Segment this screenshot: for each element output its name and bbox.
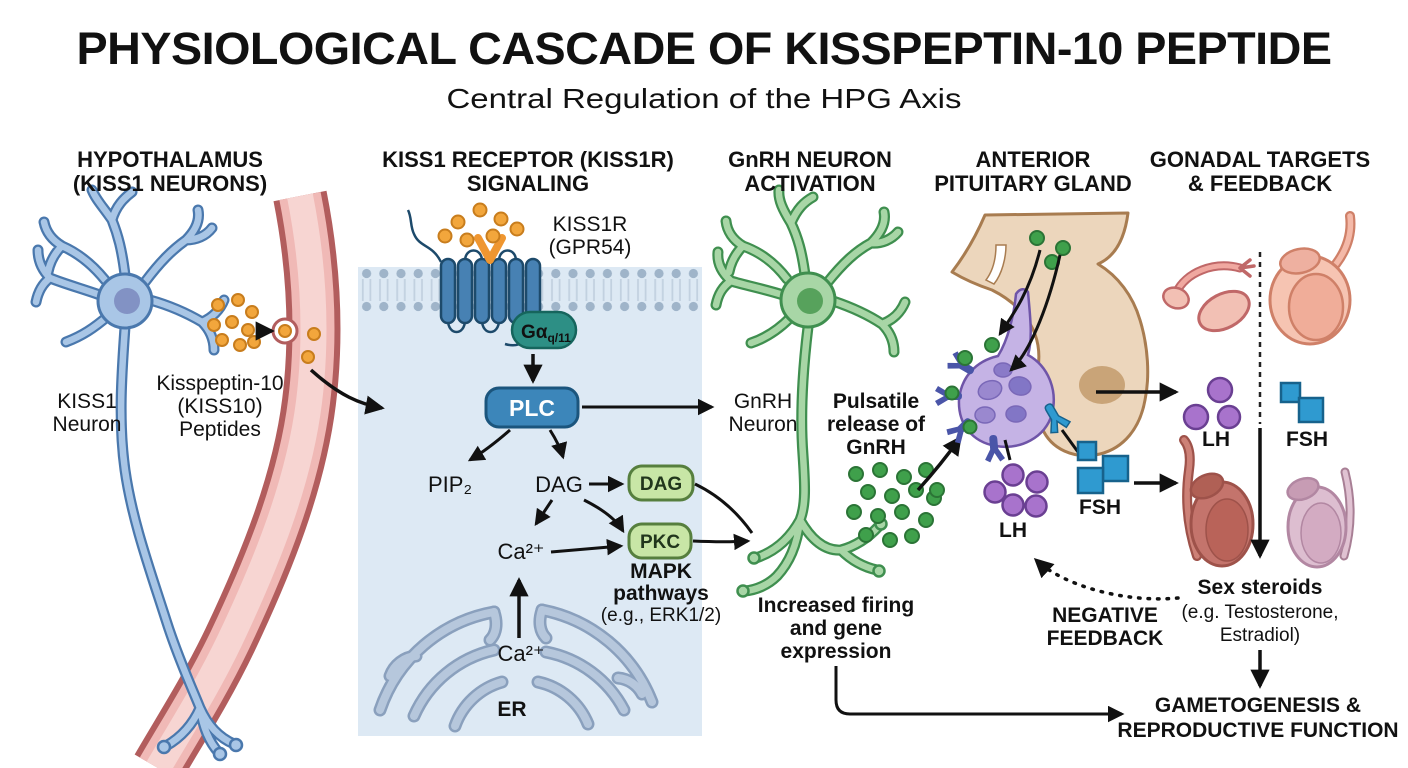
fsh-label-gonadal: FSH bbox=[1286, 428, 1328, 451]
kiss1-neuron-nucleus bbox=[114, 288, 140, 314]
gnrh-neuron-label: GnRH bbox=[734, 390, 792, 413]
pituitary-figure bbox=[935, 211, 1150, 463]
mapk-label-2: pathways bbox=[613, 582, 709, 605]
kisspeptin-label: Kisspeptin-10 bbox=[156, 372, 283, 395]
pip2-label: PIP₂ bbox=[428, 472, 472, 497]
column-header-gnrh: GnRH NEURON bbox=[728, 147, 892, 172]
column-header-kiss1r: KISS1 RECEPTOR (KISS1R) bbox=[382, 147, 674, 172]
pulsatile-label: Pulsatile bbox=[833, 390, 919, 413]
plc-label: PLC bbox=[509, 395, 555, 421]
testis-figure bbox=[1268, 211, 1356, 346]
svg-text:Gαq/11: Gαq/11 bbox=[521, 322, 571, 345]
gnrh-neuron-figure bbox=[710, 184, 911, 598]
sex-steroids-label-2: (e.g. Testosterone, bbox=[1181, 602, 1338, 623]
g-protein-sub-label: q/11 bbox=[547, 331, 571, 345]
column-header-hypothalamus: HYPOTHALAMUS bbox=[77, 147, 263, 172]
receptor-ligand-icon bbox=[474, 234, 506, 264]
page-title: PHYSIOLOGICAL CASCADE OF KISSPEPTIN-10 P… bbox=[77, 23, 1332, 74]
outcome-label: GAMETOGENESIS & bbox=[1155, 694, 1361, 717]
fsh-dots-gonadal bbox=[1279, 381, 1325, 424]
posterior-lobe bbox=[1079, 366, 1125, 404]
gnrh-delivery-arrows bbox=[998, 249, 1062, 372]
mapk-label: MAPK bbox=[630, 560, 692, 583]
kisspeptin-label-3: Peptides bbox=[179, 418, 261, 441]
kiss1-neuron-label: KISS1 bbox=[57, 390, 117, 413]
lh-dots-gonadal bbox=[1182, 376, 1242, 431]
dag-to-ca-arrow bbox=[534, 499, 554, 527]
pulsatile-label-3: GnRH bbox=[846, 436, 906, 459]
firing-to-outcome-arrow bbox=[834, 666, 1125, 723]
negative-feedback-arrow bbox=[1033, 558, 1180, 601]
lh-label-gonadal: LH bbox=[1202, 428, 1230, 451]
kisspeptin-label-2: (KISS10) bbox=[177, 395, 262, 418]
vessel-to-cell-arrow bbox=[309, 368, 385, 415]
pkc-box: PKC bbox=[627, 522, 693, 560]
plc-to-pip2-arrow bbox=[467, 428, 511, 462]
er-figure bbox=[373, 603, 659, 733]
pulsatile-label-2: release of bbox=[827, 413, 926, 436]
increased-firing-label-2: and gene bbox=[790, 617, 882, 640]
kiss1-neuron-figure bbox=[30, 184, 244, 762]
column-header-pituitary: ANTERIOR bbox=[976, 147, 1091, 172]
fsh-label-pituitary: FSH bbox=[1079, 496, 1121, 519]
dag-to-pkc-arrow bbox=[583, 498, 625, 534]
kiss1r-label: KISS1R bbox=[553, 213, 628, 236]
ca-to-pkc-arrow bbox=[550, 538, 624, 556]
dag-box-label: DAG bbox=[640, 474, 682, 495]
er-label: ER bbox=[497, 698, 526, 721]
plc-to-dag-arrow bbox=[548, 429, 568, 460]
dag-box: DAG bbox=[627, 464, 695, 502]
fsh-receptor-icon bbox=[1044, 403, 1072, 434]
column-header-pituitary-2: PITUITARY GLAND bbox=[934, 171, 1132, 196]
column-header-gnrh-2: ACTIVATION bbox=[744, 171, 875, 196]
kiss1r-label-2: (GPR54) bbox=[549, 236, 632, 259]
column-header-hypothalamus-2: (KISS1 NEURONS) bbox=[73, 171, 267, 196]
kiss1-neuron-label-2: Neuron bbox=[53, 413, 122, 436]
gonad-bottom-right-figure bbox=[1286, 467, 1355, 569]
cell-to-lh-line bbox=[1003, 439, 1012, 461]
lh-label-pituitary: LH bbox=[999, 519, 1027, 542]
column-header-gonadal-2: & FEEDBACK bbox=[1188, 171, 1332, 196]
receptor-to-fsh-line bbox=[1060, 429, 1080, 453]
g-protein-label: Gα bbox=[521, 322, 548, 343]
gnrh-dots bbox=[846, 462, 942, 548]
increased-firing-label: Increased firing bbox=[758, 594, 914, 617]
infundibular-recess bbox=[984, 244, 1007, 285]
peptides-in-vessel bbox=[278, 324, 321, 364]
blood-vessel bbox=[134, 190, 341, 768]
ovary-uterus-figure bbox=[1162, 258, 1256, 333]
kinase-to-axon-arrows bbox=[692, 482, 754, 551]
calcium-label: Ca²⁺ bbox=[497, 539, 544, 564]
dag-label: DAG bbox=[535, 472, 583, 497]
gonad-bottom-left-figure bbox=[1179, 435, 1255, 568]
g-protein-pill: Gαq/11 bbox=[510, 310, 578, 350]
mapk-label-3: (e.g., ERK1/2) bbox=[601, 605, 721, 626]
lh-granules bbox=[983, 463, 1049, 518]
negative-feedback-label-2: FEEDBACK bbox=[1047, 627, 1164, 650]
fsh-granules bbox=[1076, 440, 1130, 495]
kisspeptin-dots bbox=[207, 293, 261, 352]
er-calcium-label: Ca²⁺ bbox=[497, 641, 544, 666]
sex-steroids-label: Sex steroids bbox=[1198, 576, 1323, 599]
pkc-box-label: PKC bbox=[640, 532, 680, 553]
gnrh-neuron-label-2: Neuron bbox=[729, 413, 798, 436]
pituitary-gnrh-dots bbox=[929, 230, 1071, 498]
gonadotroph-granules bbox=[974, 362, 1032, 424]
column-header-gonadal: GONADAL TARGETS bbox=[1150, 147, 1370, 172]
kiss1r-receptor bbox=[406, 209, 542, 347]
increased-firing-label-3: expression bbox=[781, 640, 892, 663]
page-subtitle: Central Regulation of the HPG Axis bbox=[447, 83, 962, 114]
plc-box: PLC bbox=[484, 386, 580, 429]
kisspeptin-dots-extracellular bbox=[437, 202, 525, 248]
sex-steroids-label-3: Estradiol) bbox=[1220, 625, 1300, 646]
gnrh-neuron-nucleus bbox=[797, 288, 823, 314]
outcome-label-2: REPRODUCTIVE FUNCTION bbox=[1117, 719, 1398, 742]
negative-feedback-label: NEGATIVE bbox=[1052, 604, 1158, 627]
column-header-kiss1r-2: SIGNALING bbox=[467, 171, 589, 196]
